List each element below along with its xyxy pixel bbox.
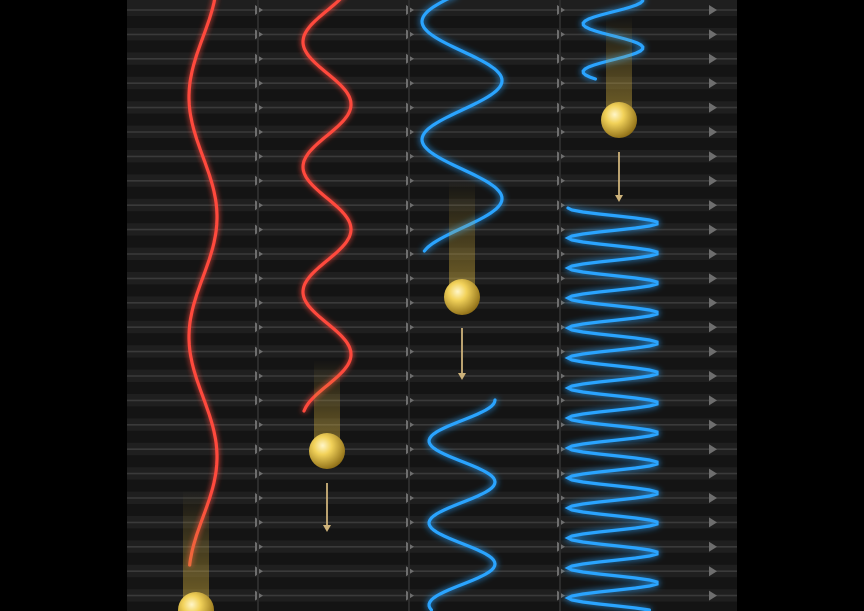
chevron-icon bbox=[709, 371, 717, 381]
stripe-band bbox=[127, 113, 737, 126]
arrow-down-icon bbox=[458, 373, 466, 380]
chevron-icon bbox=[709, 444, 717, 455]
stripe-band bbox=[127, 357, 737, 370]
wave-blue-short-lower bbox=[564, 206, 659, 611]
stripe-band bbox=[127, 601, 737, 611]
wave-red-medium bbox=[301, 0, 353, 413]
stripe-band bbox=[127, 211, 737, 224]
particle-3-trail bbox=[449, 180, 475, 297]
stripe-band bbox=[127, 186, 737, 199]
chevron-icon bbox=[709, 249, 717, 259]
column-divider bbox=[559, 0, 561, 611]
stripe-band bbox=[127, 528, 737, 541]
stripe-band bbox=[127, 162, 737, 175]
chevron-icon bbox=[709, 419, 717, 430]
chevron-icon bbox=[709, 224, 717, 235]
stripe-band bbox=[127, 552, 737, 565]
stripe-band bbox=[127, 504, 737, 516]
particle-3-ball bbox=[444, 279, 480, 315]
particles-layer bbox=[178, 15, 637, 611]
stripe-band bbox=[127, 455, 737, 468]
stripe-band bbox=[127, 16, 737, 28]
chevron-icon bbox=[709, 175, 717, 186]
wave-blue-upper bbox=[420, 0, 504, 253]
stripe-band bbox=[127, 382, 737, 394]
chevron-icon bbox=[709, 297, 717, 308]
wave-red-long bbox=[187, 0, 219, 567]
arrow-down-icon bbox=[323, 525, 331, 532]
chevron-icon bbox=[709, 200, 717, 211]
chevron-icon bbox=[709, 517, 717, 528]
chevron-icon bbox=[709, 151, 717, 162]
waves-layer bbox=[187, 0, 659, 611]
chevron-icon bbox=[709, 541, 717, 552]
chevron-icon bbox=[709, 566, 717, 577]
stripe-band bbox=[127, 89, 737, 102]
arrow-down-icon bbox=[615, 195, 623, 202]
column-divider bbox=[408, 0, 410, 611]
particle-4-ball bbox=[601, 102, 637, 138]
chevron-icon bbox=[709, 53, 717, 64]
divider-layer bbox=[257, 0, 561, 611]
particle-1-ball bbox=[178, 592, 214, 611]
chevron-icon bbox=[709, 322, 717, 333]
column-divider bbox=[257, 0, 259, 611]
chevron-icon bbox=[709, 127, 717, 137]
stripe-band bbox=[127, 138, 737, 150]
stripe-band bbox=[127, 308, 737, 321]
chevron-icon bbox=[709, 468, 717, 479]
chevron-icon bbox=[709, 102, 717, 113]
particle-1-trail bbox=[183, 490, 209, 610]
stripe-band bbox=[127, 235, 737, 248]
stripe-band bbox=[127, 40, 737, 53]
stripe-band bbox=[127, 406, 737, 419]
chevron-icon bbox=[709, 78, 717, 89]
particle-2-ball bbox=[309, 433, 345, 469]
stripe-band bbox=[127, 333, 737, 346]
chevron-icon bbox=[709, 273, 717, 284]
wave-blue-lower bbox=[427, 398, 497, 611]
chevron-icon bbox=[709, 5, 717, 15]
stripe-band bbox=[127, 64, 737, 77]
chevron-icon bbox=[709, 493, 717, 503]
chevron-icon bbox=[709, 29, 717, 40]
chevron-icon bbox=[709, 346, 717, 357]
stripe-band bbox=[127, 260, 737, 272]
stripe-band bbox=[127, 577, 737, 590]
chevron-icon bbox=[709, 395, 717, 406]
chevron-icon bbox=[709, 590, 717, 601]
